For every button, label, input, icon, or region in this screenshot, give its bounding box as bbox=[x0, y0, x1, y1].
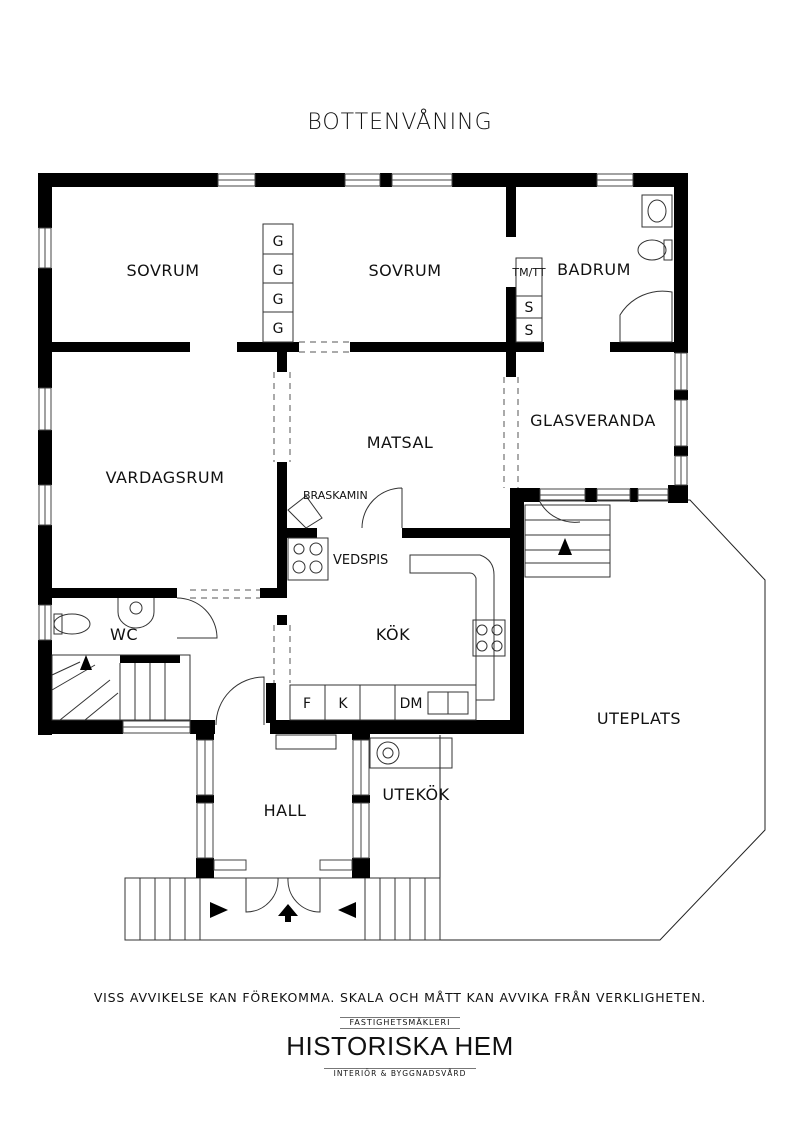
page-title: BOTTENVÅNING bbox=[307, 110, 493, 135]
vedspis-label: VEDSPIS bbox=[333, 553, 388, 568]
room-label-wc: WC bbox=[110, 625, 138, 644]
closet-g-label: G bbox=[273, 292, 284, 308]
closets-g bbox=[262, 223, 294, 343]
closet-s-label: S bbox=[525, 323, 534, 339]
exterior-walls bbox=[38, 173, 688, 878]
braskamin-label: BRASKAMIN bbox=[303, 489, 368, 502]
room-label-vardagsrum: VARDAGSRUM bbox=[106, 468, 225, 487]
room-label-hall: HALL bbox=[264, 801, 307, 820]
wc-fixtures bbox=[53, 598, 155, 635]
closet-g-label: G bbox=[273, 263, 284, 279]
entry-arrows bbox=[80, 538, 572, 922]
brand-name: HISTORISKA HEM bbox=[286, 1031, 514, 1061]
bathroom-units bbox=[515, 257, 543, 343]
dishwasher-label: DM bbox=[400, 696, 423, 712]
room-label-sovrum: SOVRUM bbox=[368, 261, 441, 280]
interior-stairs bbox=[51, 654, 191, 721]
freezer-label: K bbox=[338, 696, 348, 712]
kitchen-fixtures bbox=[287, 537, 506, 721]
veranda-steps bbox=[524, 504, 611, 578]
utekok-fixtures bbox=[275, 734, 453, 769]
braskamin-symbol bbox=[287, 495, 323, 529]
brand-top-line: FASTIGHETSMÄKLERI bbox=[339, 1017, 461, 1029]
closet-g-label: G bbox=[273, 234, 284, 250]
interior-walls bbox=[52, 187, 680, 723]
room-label-matsal: MATSAL bbox=[367, 433, 434, 452]
door-swings bbox=[176, 487, 581, 913]
bathroom-fixtures bbox=[619, 194, 673, 343]
closet-s-label: S bbox=[525, 300, 534, 316]
room-label-uteplats: UTEPLATS bbox=[597, 709, 681, 728]
windows bbox=[38, 173, 688, 871]
room-label-sovrum: SOVRUM bbox=[126, 261, 199, 280]
room-label-kok: KÖK bbox=[376, 625, 410, 644]
brand-sub-line: INTERIÖR & BYGGNADSVÅRD bbox=[323, 1068, 477, 1079]
disclaimer: VISS AVVIKELSE KAN FÖREKOMMA. SKALA OCH … bbox=[93, 990, 707, 1005]
room-label-utekok: UTEKÖK bbox=[382, 785, 449, 804]
room-label-badrum: BADRUM bbox=[557, 260, 631, 279]
tm-tt-label: TM/TT bbox=[511, 266, 545, 279]
fridge-label: F bbox=[303, 696, 311, 712]
closet-g-label: G bbox=[273, 321, 284, 337]
entrance-steps bbox=[124, 877, 441, 941]
openings bbox=[190, 341, 519, 683]
brand-logo: FASTIGHETSMÄKLERI HISTORISKA HEM INTERIÖ… bbox=[0, 1010, 800, 1080]
room-label-glasveranda: GLASVERANDA bbox=[530, 411, 656, 430]
